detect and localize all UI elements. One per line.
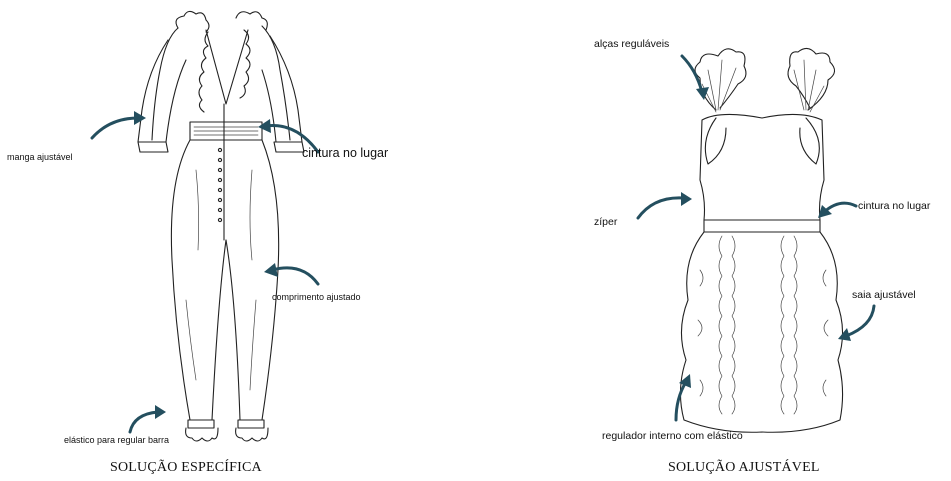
arrow-waist-right xyxy=(818,203,856,218)
arrow-hem xyxy=(130,405,166,432)
jumpsuit-sketch xyxy=(138,11,304,441)
label-alcas-regulaveis: alças reguláveis xyxy=(594,38,669,50)
caption-solucao-especifica: SOLUÇÃO ESPECÍFICA xyxy=(110,460,262,476)
arrow-skirt xyxy=(838,306,874,341)
arrow-zipper xyxy=(638,192,692,218)
label-elastico-barra: elástico para regular barra xyxy=(64,435,169,445)
caption-solucao-ajustavel: SOLUÇÃO AJUSTÁVEL xyxy=(668,460,820,476)
arrow-straps xyxy=(682,56,709,100)
label-comprimento-ajustado: comprimento ajustado xyxy=(272,292,361,302)
arrow-sleeve xyxy=(92,111,146,138)
label-manga-ajustavel: manga ajustável xyxy=(7,152,73,162)
label-cintura-no-lugar-left: cintura no lugar xyxy=(302,146,388,160)
label-saia-ajustavel: saia ajustável xyxy=(852,289,916,301)
label-ziper: zíper xyxy=(594,216,617,228)
dress-sketch xyxy=(680,48,842,432)
label-cintura-no-lugar-right: cintura no lugar xyxy=(858,200,930,212)
arrow-regulator xyxy=(676,374,691,420)
arrow-length xyxy=(264,263,318,284)
label-regulador-interno: regulador interno com elástico xyxy=(602,430,743,442)
